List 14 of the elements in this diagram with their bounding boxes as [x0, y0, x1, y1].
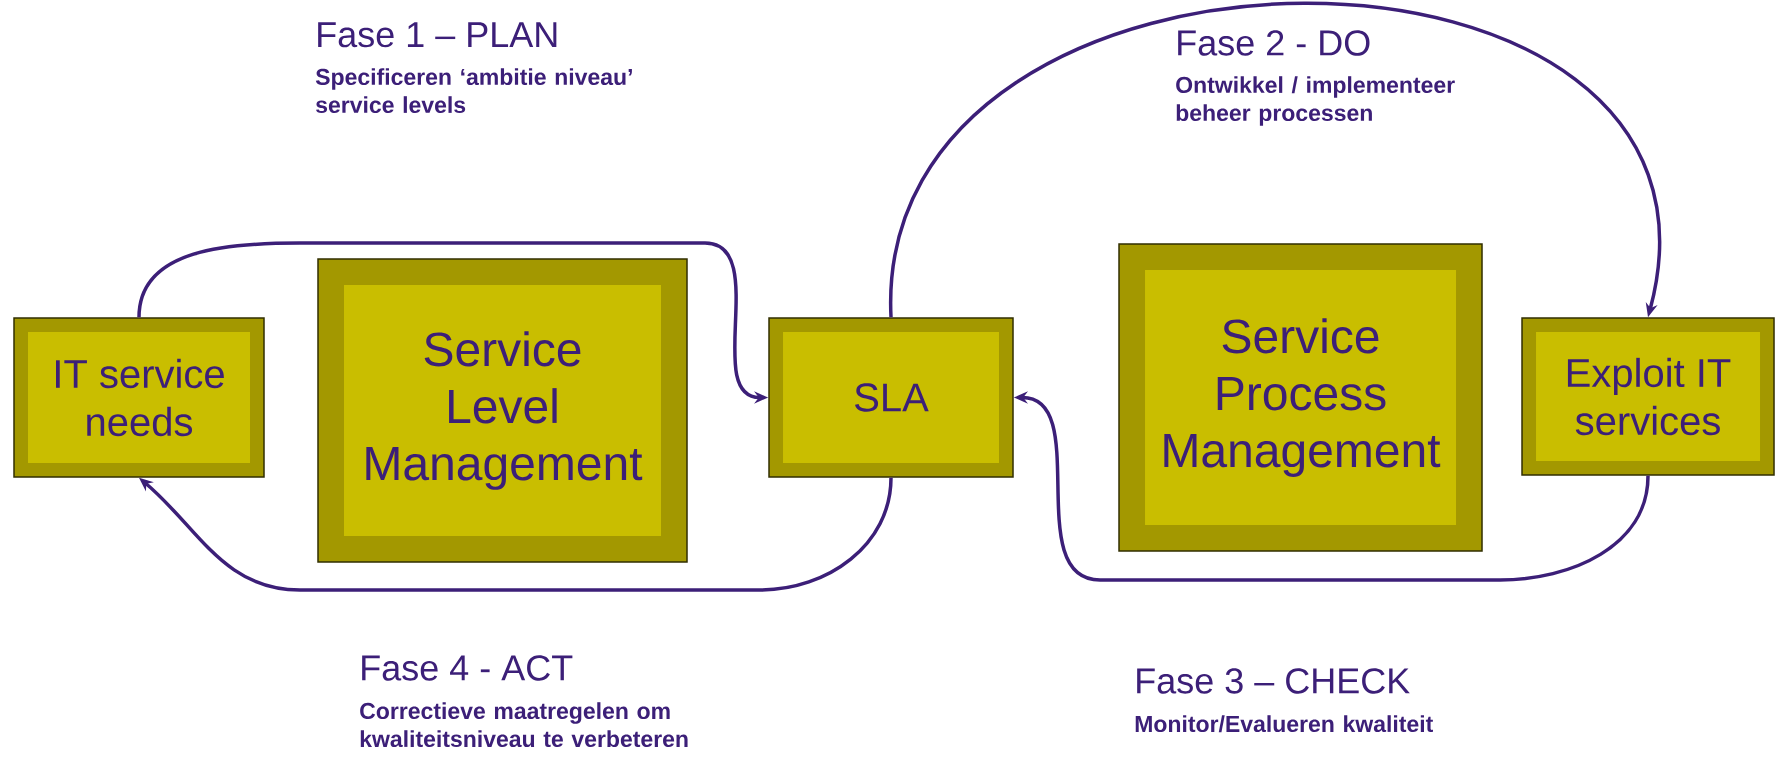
phase-heading: Fase 3 – CHECK — [1137, 668, 1410, 694]
arrow — [889, 1, 1660, 318]
phase-description: Specificeren ‘ambitie niveau’ service levels — [315, 68, 632, 114]
process-box: Exploit IT services — [1521, 317, 1775, 476]
phase-heading: Fase 2 - DO — [1178, 30, 1370, 56]
process-box: Service Process Management — [1118, 243, 1483, 552]
phase-description: Ontwikkel / implementeer beheer processen — [1176, 76, 1455, 126]
phase-description: Correctieve maatregelen om kwaliteitsniveau te verbeteren — [360, 702, 688, 748]
process-box: IT service needs — [13, 317, 265, 478]
phase-heading: Fase 4 - ACT — [362, 655, 573, 681]
process-box: Service Level Management — [317, 258, 688, 563]
phase-heading: Fase 1 – PLAN — [318, 22, 557, 48]
phase-description: Monitor/Evalueren kwaliteit — [1135, 715, 1433, 733]
process-box: SLA — [768, 317, 1014, 478]
